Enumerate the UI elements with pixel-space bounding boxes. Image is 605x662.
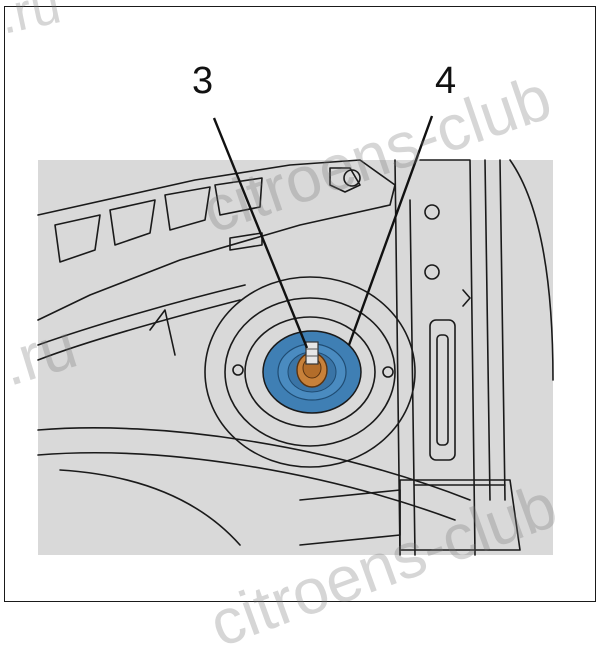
diagram-frame bbox=[4, 6, 596, 602]
callout-label-4: 4 bbox=[435, 60, 457, 102]
leader-line-3 bbox=[212, 117, 309, 349]
strut-mount-illustration bbox=[37, 115, 554, 556]
leader-line-4 bbox=[347, 115, 434, 346]
strut-stud bbox=[305, 341, 319, 365]
callout-label-3: 3 bbox=[192, 60, 214, 102]
